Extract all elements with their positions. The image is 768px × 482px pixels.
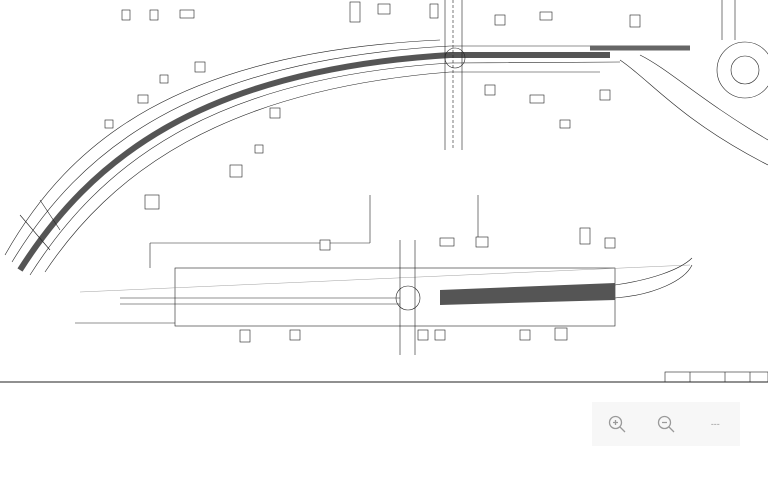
upper-road-plan [4,0,768,276]
callouts [104,1,641,343]
lower-road-plan [75,195,693,355]
zoom-in-button[interactable] [601,408,633,440]
more-label: --- [710,419,720,429]
zoom-in-icon [608,415,626,433]
cad-drawing-sheet[interactable] [0,0,768,384]
title-block [0,371,768,383]
zoom-out-icon [657,415,675,433]
more-button[interactable]: --- [699,408,731,440]
viewer-toolbar: --- [592,402,740,446]
zoom-out-button[interactable] [650,408,682,440]
